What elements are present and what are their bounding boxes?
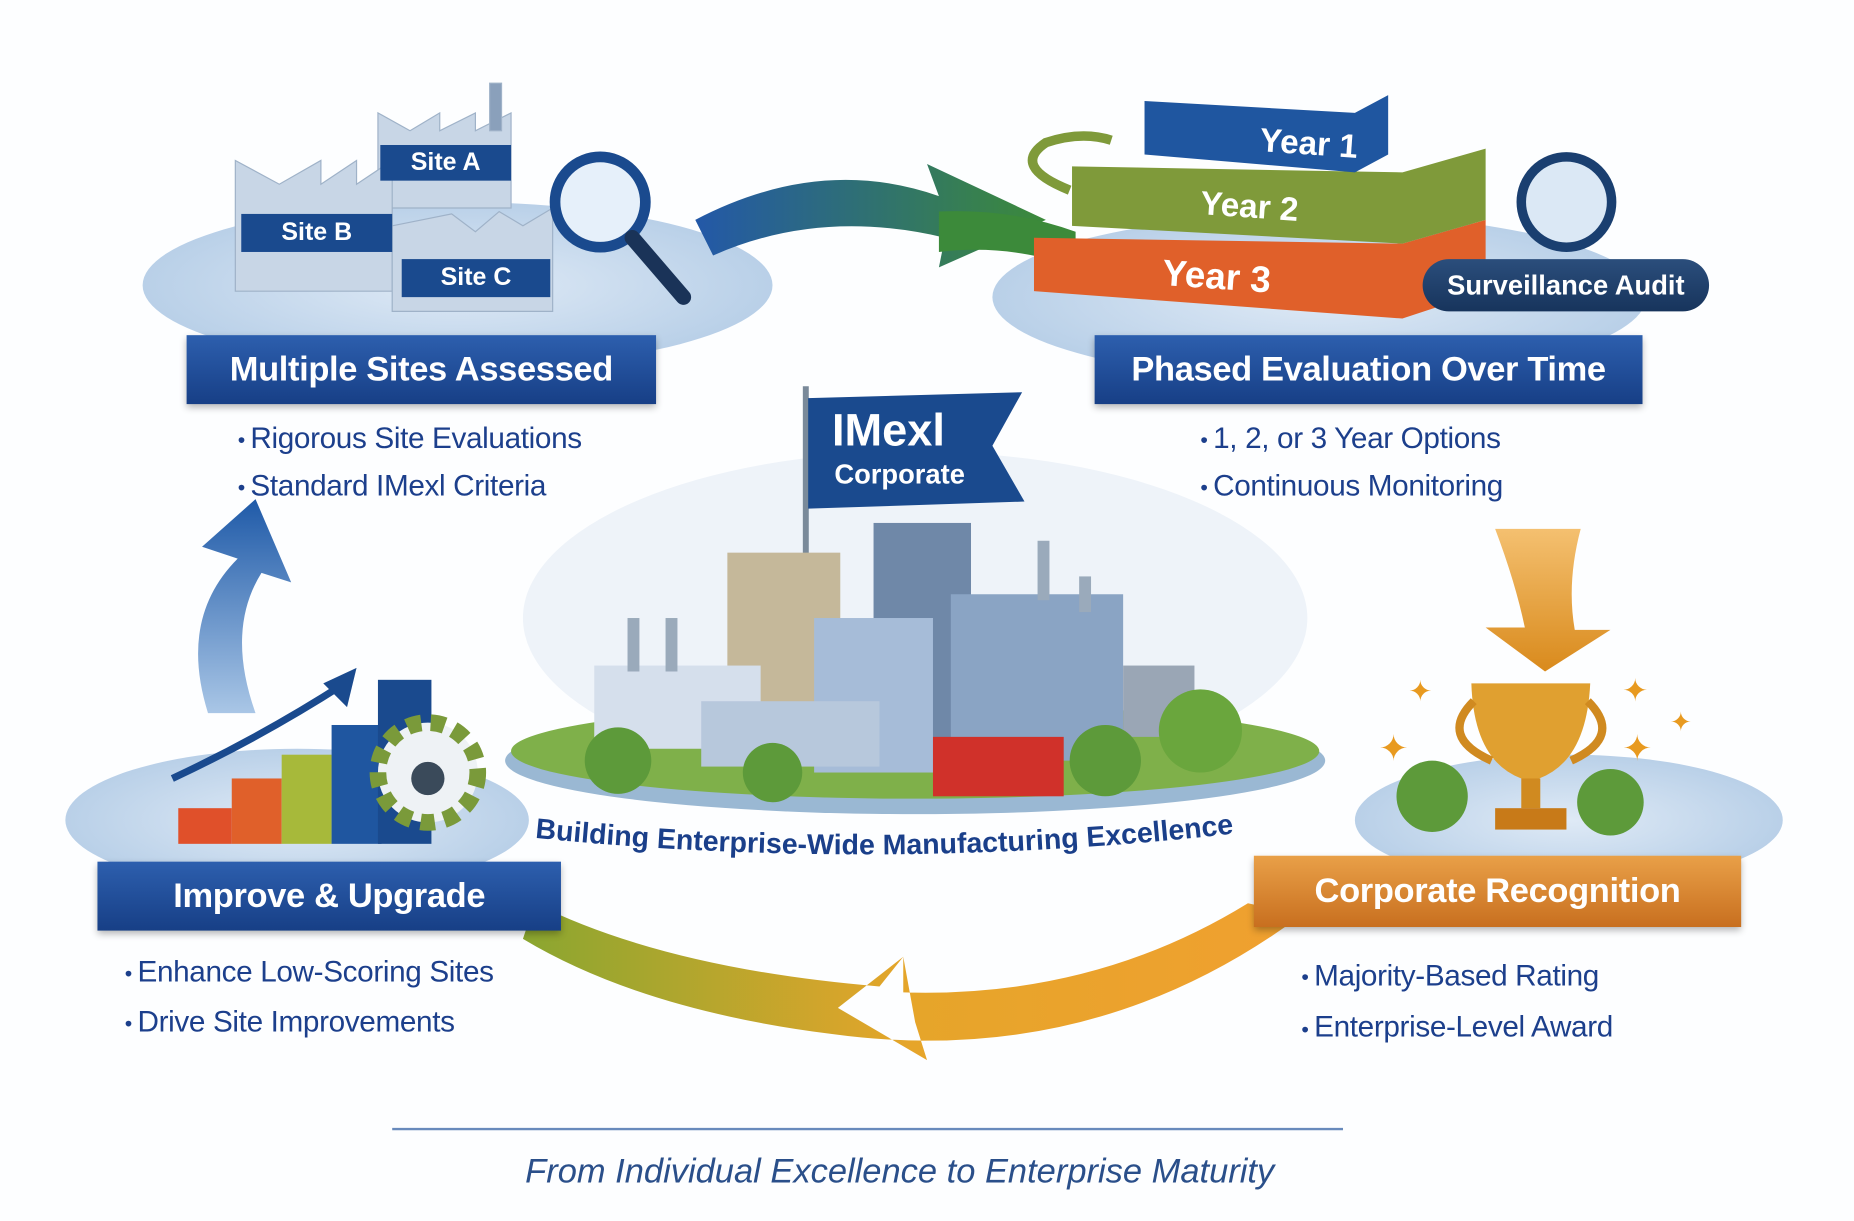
improve-bullets: Enhance Low-Scoring Sites Drive Site Imp… [125, 948, 494, 1048]
year-3-label: Year 3 [1161, 251, 1273, 301]
phased-evaluation-title: Phased Evaluation Over Time [1094, 335, 1643, 405]
arrow-improve-to-sites [198, 499, 292, 714]
bullet-item: Enterprise-Level Award [1301, 1002, 1613, 1054]
svg-text:✦: ✦ [1670, 707, 1692, 737]
svg-text:✦: ✦ [1622, 673, 1648, 708]
year-blocks [1033, 95, 1486, 319]
magnifier-icon [549, 151, 692, 305]
site-c-label: Site C [401, 259, 551, 298]
svg-text:✦: ✦ [1379, 729, 1409, 769]
improve-upgrade-title: Improve & Upgrade [97, 861, 561, 931]
corporate-recognition-title: Corporate Recognition [1253, 855, 1742, 928]
arrow-phases-to-recognition [1485, 528, 1611, 672]
flag-title: IMexl [831, 406, 945, 457]
gear-icon [369, 714, 487, 831]
audit-magnifier-icon [1516, 152, 1617, 252]
year-2-label: Year 2 [1199, 184, 1300, 229]
rotate-arrow-icon [1027, 131, 1113, 195]
city-buildings-icon [584, 522, 1242, 803]
bullet-item: Drive Site Improvements [125, 998, 494, 1048]
flag-subtitle: Corporate [834, 458, 965, 490]
bullet-item: Majority-Based Rating [1301, 951, 1613, 1003]
bullet-item: Enhance Low-Scoring Sites [125, 948, 494, 998]
bullet-item: 1, 2, or 3 Year Options [1200, 416, 1503, 463]
svg-text:✦: ✦ [1622, 729, 1652, 769]
trophy-icon: ✦ ✦ ✦ ✦ ✦ [1379, 673, 1692, 836]
arrow-recognition-to-improve [522, 903, 1302, 1061]
tagline: From Individual Excellence to Enterprise… [525, 1152, 1275, 1191]
bullet-item: Continuous Monitoring [1200, 463, 1503, 510]
center-caption: Building Enterprise-Wide Manufacturing E… [534, 809, 1234, 862]
recognition-bullets: Majority-Based Rating Enterprise-Level A… [1301, 951, 1613, 1054]
sites-bullets: Rigorous Site Evaluations Standard IMexl… [238, 416, 582, 511]
bullet-item: Rigorous Site Evaluations [238, 416, 582, 463]
imexl-flag [808, 392, 1025, 509]
year-1-label: Year 1 [1258, 121, 1360, 166]
svg-text:✦: ✦ [1408, 676, 1432, 708]
multiple-sites-title: Multiple Sites Assessed [186, 335, 657, 405]
site-a-label: Site A [380, 144, 512, 181]
phased-bullets: 1, 2, or 3 Year Options Continuous Monit… [1200, 416, 1503, 511]
bullet-item: Standard IMexl Criteria [238, 463, 582, 510]
surveillance-audit-badge: Surveillance Audit [1422, 259, 1710, 312]
site-b-label: Site B [241, 213, 393, 252]
